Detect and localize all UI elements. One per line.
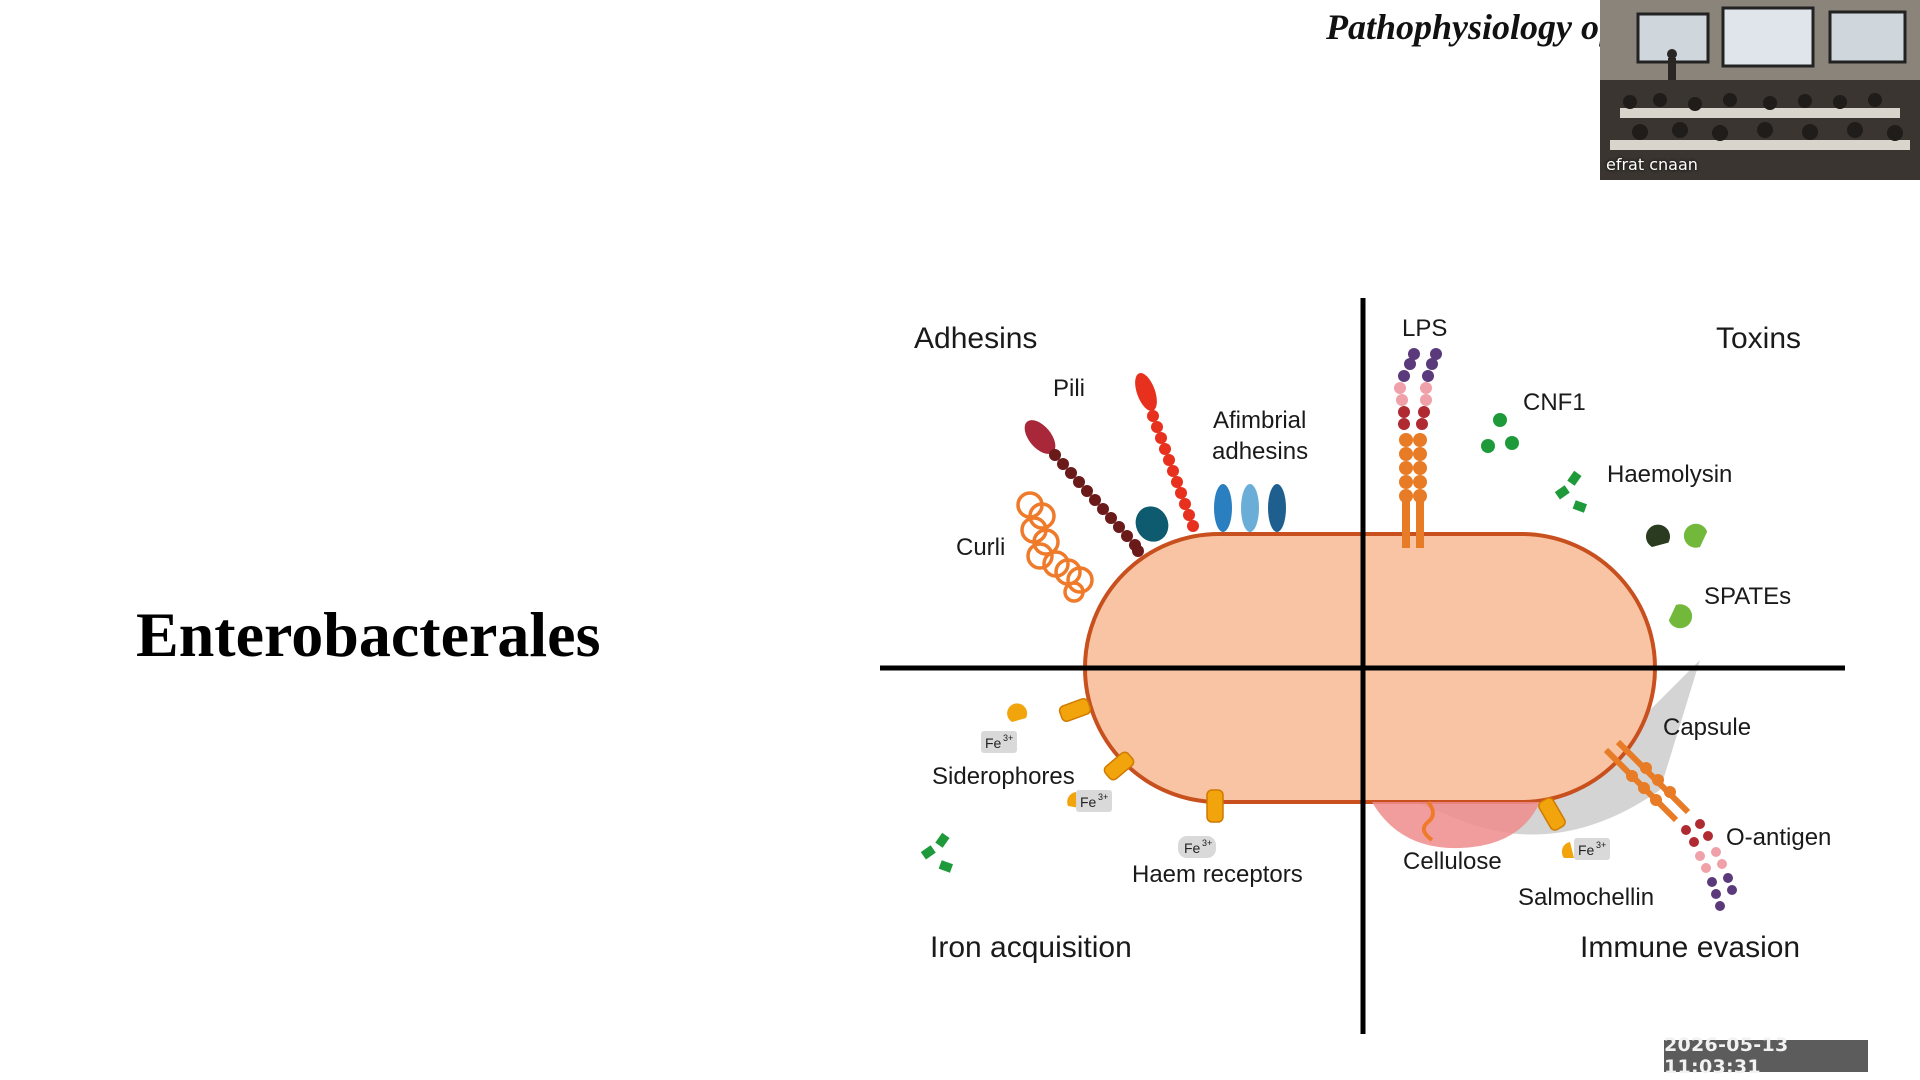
svg-text:3+: 3+ bbox=[1596, 840, 1606, 850]
haemolysin-icon bbox=[1554, 470, 1588, 513]
curli-icon bbox=[1016, 491, 1094, 603]
quadrant-label-adhesins: Adhesins bbox=[914, 322, 1037, 355]
afimbrial-adhesins-icon bbox=[1214, 484, 1286, 532]
lps-icon bbox=[1394, 348, 1442, 548]
participant-video-tile[interactable]: efrat cnaan bbox=[1600, 0, 1920, 180]
svg-text:Fe: Fe bbox=[1080, 794, 1097, 810]
label-afimbrial-2: adhesins bbox=[1212, 438, 1308, 465]
label-o-antigen: O-antigen bbox=[1726, 824, 1831, 851]
svg-text:Fe: Fe bbox=[1578, 842, 1595, 858]
recording-timestamp: 2026-05-13 11:03:31 bbox=[1664, 1034, 1868, 1078]
siderophore-receptor-icon bbox=[1058, 698, 1566, 831]
iron-badge-icon: Fe 3+ Fe 3+ Fe 3+ Fe 3+ bbox=[981, 731, 1610, 860]
quadrant-label-iron: Iron acquisition bbox=[930, 931, 1132, 964]
cellulose-blob bbox=[1372, 802, 1540, 849]
quadrant-label-toxins: Toxins bbox=[1716, 322, 1801, 355]
label-afimbrial-1: Afimbrial bbox=[1213, 407, 1306, 434]
label-haemolysin: Haemolysin bbox=[1607, 461, 1732, 488]
participant-name: efrat cnaan bbox=[1606, 155, 1698, 174]
slide-header-title: Pathophysiology of bbox=[1326, 7, 1611, 47]
label-pili: Pili bbox=[1053, 375, 1085, 402]
label-capsule: Capsule bbox=[1663, 714, 1751, 741]
slide-main-title: Enterobacterales bbox=[136, 599, 601, 670]
teal-adhesin-icon bbox=[1135, 506, 1169, 542]
label-salmochellin: Salmochellin bbox=[1518, 884, 1654, 911]
label-haem-receptors: Haem receptors bbox=[1132, 861, 1303, 888]
label-lps: LPS bbox=[1402, 315, 1447, 342]
label-curli: Curli bbox=[956, 534, 1005, 561]
svg-text:3+: 3+ bbox=[1003, 733, 1013, 743]
lecture-hall-video-frame bbox=[1600, 0, 1920, 180]
svg-text:Fe: Fe bbox=[1184, 840, 1201, 856]
o-antigen-icon bbox=[1603, 739, 1737, 911]
svg-text:3+: 3+ bbox=[1098, 792, 1108, 802]
pili-red-icon bbox=[1135, 372, 1199, 532]
quadrant-label-immune: Immune evasion bbox=[1580, 931, 1800, 964]
label-cellulose: Cellulose bbox=[1403, 848, 1502, 875]
cellulose-strand bbox=[1421, 800, 1435, 842]
haemolysin-secreted-icon bbox=[920, 832, 954, 873]
label-cnf1: CNF1 bbox=[1523, 389, 1586, 416]
spates-icon bbox=[1646, 523, 1708, 629]
pili-dark-icon bbox=[1024, 420, 1144, 557]
label-spates: SPATEs bbox=[1704, 583, 1791, 610]
svg-text:3+: 3+ bbox=[1202, 838, 1212, 848]
cnf1-icon bbox=[1481, 413, 1519, 453]
label-siderophores: Siderophores bbox=[932, 763, 1075, 790]
svg-text:Fe: Fe bbox=[985, 735, 1002, 751]
